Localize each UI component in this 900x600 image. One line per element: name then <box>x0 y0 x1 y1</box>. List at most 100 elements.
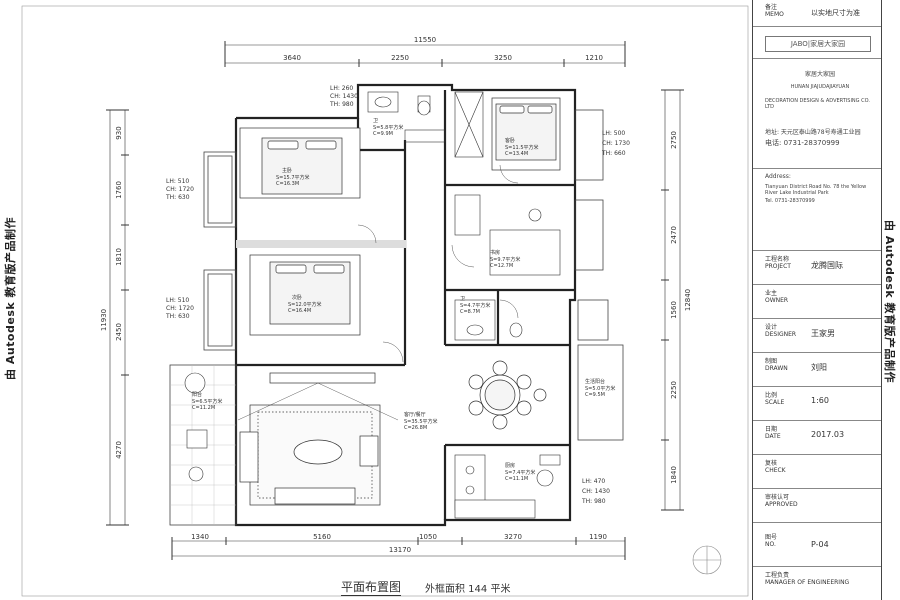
field-value: 1:60 <box>811 396 829 405</box>
field-value: 2017.03 <box>811 430 845 439</box>
field-manager: 工程负责 MANAGER OF ENGINEERING <box>753 566 881 600</box>
window-note: LH: 500 <box>602 130 625 137</box>
field-label: 比例 SCALE <box>765 392 785 406</box>
compass-stamp <box>692 545 722 575</box>
window-note: LH: 510 <box>166 297 189 304</box>
balcony-plants <box>184 372 208 482</box>
window-note: CH: 1430 <box>330 93 358 100</box>
window-note: TH: 980 <box>329 101 354 108</box>
wall-band <box>236 240 406 248</box>
address-en-label: Address: <box>765 173 791 180</box>
title-block: 备注 MEMO 以实地尺寸为准 JABO|家居大家园 家居大家园 HUNAN J… <box>752 0 882 600</box>
window-note: CH: 1430 <box>582 488 610 495</box>
dim-bottom-overall: 13170 <box>389 546 411 554</box>
dimension-left <box>106 109 129 526</box>
window-note: TH: 630 <box>165 194 190 201</box>
window-note: TH: 660 <box>601 150 626 157</box>
memo-row: 备注 MEMO 以实地尺寸为准 <box>753 0 881 27</box>
dim-right-seg: 1840 <box>670 466 678 484</box>
dimension-top <box>224 41 626 67</box>
dim-top-seg: 3250 <box>494 54 512 62</box>
room-info: S=15.7平方米 <box>276 174 310 181</box>
field-label: 工程名称 PROJECT <box>765 256 791 270</box>
window-note: CH: 1720 <box>166 186 194 193</box>
room-info: S=9.7平方米 <box>490 256 520 263</box>
company-row: 家居大家园 HUNAN JIAJUDAJIAYUAN DECORATION DE… <box>753 58 881 169</box>
field-label: 制图 DRAWN <box>765 358 788 372</box>
room-name: 卫 <box>373 118 378 124</box>
room-name: 卫 <box>460 296 465 302</box>
bathroom-fixtures <box>367 91 523 341</box>
dim-bottom-seg: 3270 <box>504 533 522 541</box>
window-note: TH: 630 <box>165 313 190 320</box>
window-note: LH: 510 <box>166 178 189 185</box>
window-note: TH: 980 <box>581 498 606 505</box>
room-info: C=11.1M <box>505 476 528 482</box>
living-furniture <box>237 372 399 506</box>
dim-right-overall: 12840 <box>684 289 692 311</box>
room-info: C=11.2M <box>192 405 215 411</box>
dim-bottom-seg: 1340 <box>191 533 209 541</box>
address-cn: 地址: 天元区泰山路78号寿通工业园 <box>765 129 861 136</box>
room-info: C=26.8M <box>404 425 427 431</box>
tel-en: Tel. 0731-28370999 <box>765 198 815 204</box>
phone-cn: 电话: 0731-28370999 <box>765 139 840 147</box>
dim-right-seg: 1560 <box>670 301 678 319</box>
room-info: C=13.4M <box>505 151 528 157</box>
field-label: 复核 CHECK <box>765 460 786 474</box>
address-en: Tianyuan District Road No. 78 the Yellow… <box>765 184 867 196</box>
room-name: 次卧 <box>292 294 302 301</box>
room-info: S=6.5平方米 <box>192 398 222 405</box>
dim-left-seg: 1810 <box>115 248 123 266</box>
field-designer: 设计 DESIGNER 王家男 <box>753 318 881 353</box>
room-labels: 主卧 S=15.7平方米 C=16.3M 次卧 S=12.0平方米 C=16.4… <box>192 118 615 482</box>
room-info: S=7.4平方米 <box>505 469 535 476</box>
room-name: 书房 <box>490 249 500 256</box>
room-name: 生活阳台 <box>585 378 605 385</box>
plan-area: 外框面积 144 平米 <box>425 584 511 595</box>
dim-left-overall: 11930 <box>100 309 108 331</box>
room-info: S=5.0平方米 <box>585 385 615 392</box>
window-note: LH: 470 <box>582 478 605 485</box>
company-cn: 家居大家园 <box>804 71 835 78</box>
field-value: P-04 <box>811 540 829 549</box>
dim-top-overall: 11550 <box>414 36 436 44</box>
room-name: 客卧 <box>505 137 515 144</box>
field-label: 图号 NO. <box>765 534 778 548</box>
brand-row: JABO|家居大家园 <box>753 26 881 59</box>
dim-bottom-seg: 5160 <box>313 533 331 541</box>
dim-right-seg: 2470 <box>670 226 678 244</box>
memo-label: 备注 MEMO <box>765 4 784 18</box>
field-project: 工程名称 PROJECT 龙腾国际 <box>753 250 881 285</box>
room-info: C=12.7M <box>490 263 513 269</box>
dim-left-seg: 1760 <box>115 181 123 199</box>
field-label: 工程负责 MANAGER OF ENGINEERING <box>765 572 850 586</box>
field-owner: 业主 OWNER <box>753 284 881 319</box>
dim-right-seg: 2750 <box>670 131 678 149</box>
dimension-bottom <box>171 537 626 560</box>
field-drawn: 制图 DRAWN 刘阳 <box>753 352 881 387</box>
field-value: 王家男 <box>811 329 835 338</box>
field-drawing-no: 图号 NO. P-04 <box>753 522 881 567</box>
sheet-border <box>21 5 749 597</box>
room-name: 主卧 <box>282 167 292 174</box>
floor-plan: 11550 3640 2250 3250 1210 1340 5160 1050… <box>21 5 749 597</box>
bed-second <box>249 254 361 336</box>
bed-master <box>239 127 361 199</box>
room-info: S=4.7平方米 <box>460 302 490 309</box>
dim-left-seg: 2450 <box>115 323 123 341</box>
field-label: 日期 DATE <box>765 426 781 440</box>
address-en-row: Address: Tianyuan District Road No. 78 t… <box>753 168 881 251</box>
field-date: 日期 DATE 2017.03 <box>753 420 881 455</box>
room-name: 客厅/餐厅 <box>404 411 426 418</box>
plan-title: 平面布置图 <box>341 580 402 596</box>
room-name: 厨房 <box>505 462 515 469</box>
window-note: LH: 260 <box>330 85 353 92</box>
dim-bottom-seg: 1050 <box>419 533 437 541</box>
room-name: 阳台 <box>192 391 202 398</box>
field-value: 刘阳 <box>811 363 827 372</box>
room-info: S=5.8平方米 <box>373 124 403 131</box>
doors <box>357 164 519 363</box>
field-approved: 审核认可 APPROVED <box>753 488 881 523</box>
